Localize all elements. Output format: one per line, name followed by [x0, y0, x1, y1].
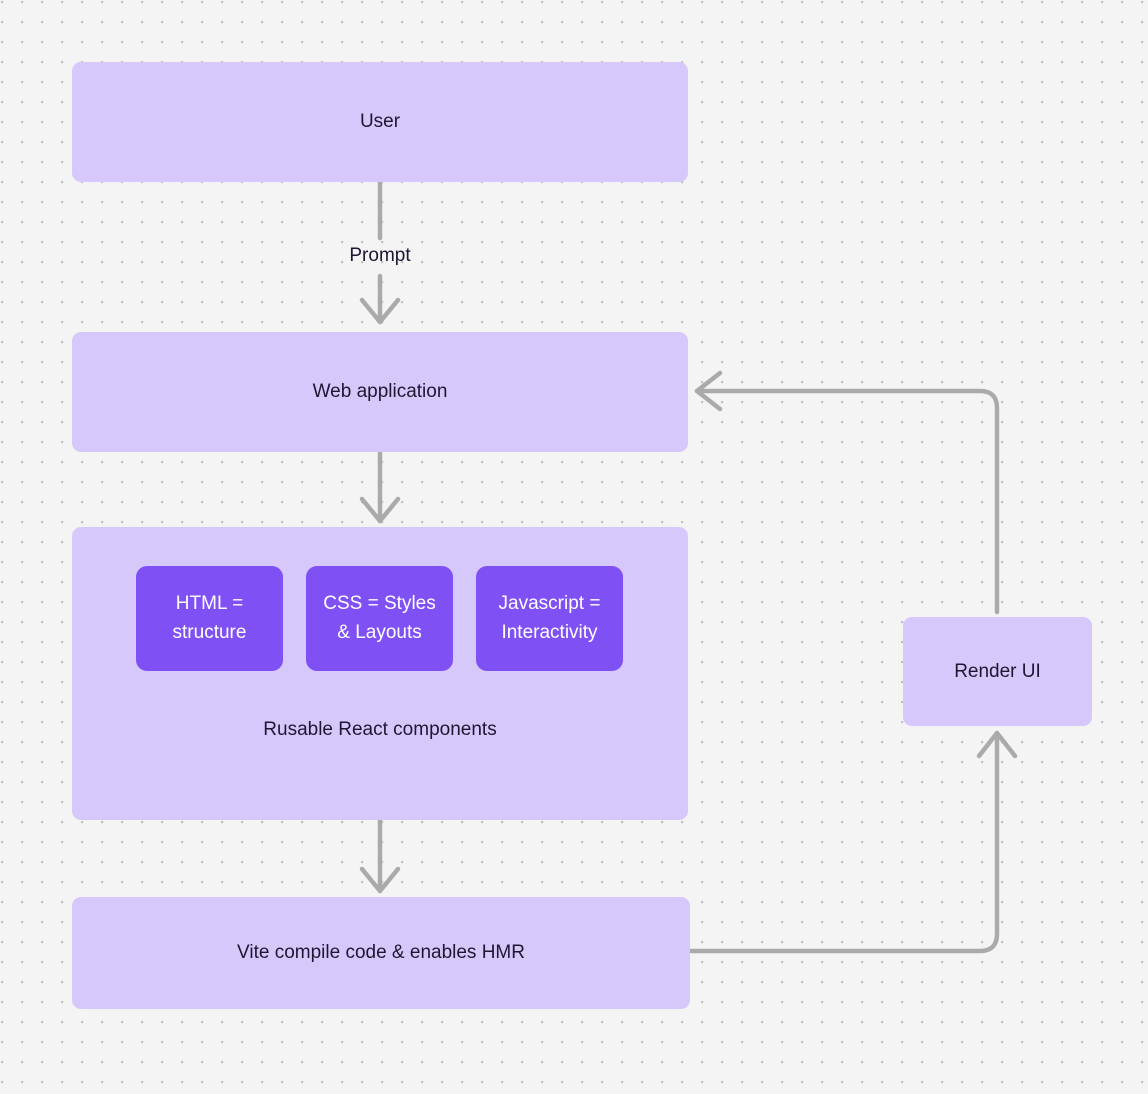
chip-javascript[interactable]: Javascript = Interactivity: [476, 566, 623, 671]
node-render-ui[interactable]: Render UI: [903, 617, 1092, 726]
edge-web-application-to-components: [359, 449, 401, 524]
chip-html-label: HTML = structure: [172, 593, 247, 643]
node-components-group-caption-text: Rusable React components: [263, 719, 497, 740]
node-vite[interactable]: Vite compile code & enables HMR: [72, 897, 690, 1009]
chip-css-label: CSS = Styles & Layouts: [323, 593, 436, 643]
node-components-group-caption: Rusable React components: [72, 719, 688, 741]
node-render-ui-label: Render UI: [954, 660, 1041, 682]
node-web-application-label: Web application: [312, 381, 448, 403]
node-web-application[interactable]: Web application: [72, 332, 688, 452]
node-vite-label: Vite compile code & enables HMR: [237, 942, 525, 964]
edge-render-ui-to-web-application: [694, 370, 1000, 615]
chip-css[interactable]: CSS = Styles & Layouts: [306, 566, 453, 671]
edge-components-to-vite: [359, 817, 401, 894]
edge-label-prompt: Prompt: [330, 245, 430, 267]
chip-html[interactable]: HTML = structure: [136, 566, 283, 671]
edge-vite-to-render-ui: [687, 730, 1018, 954]
node-user[interactable]: User: [72, 62, 688, 182]
edge-label-prompt-text: Prompt: [349, 245, 411, 266]
node-components-group[interactable]: HTML = structure CSS = Styles & Layouts …: [72, 527, 688, 820]
node-user-label: User: [359, 111, 401, 133]
chip-javascript-label: Javascript = Interactivity: [498, 593, 601, 643]
